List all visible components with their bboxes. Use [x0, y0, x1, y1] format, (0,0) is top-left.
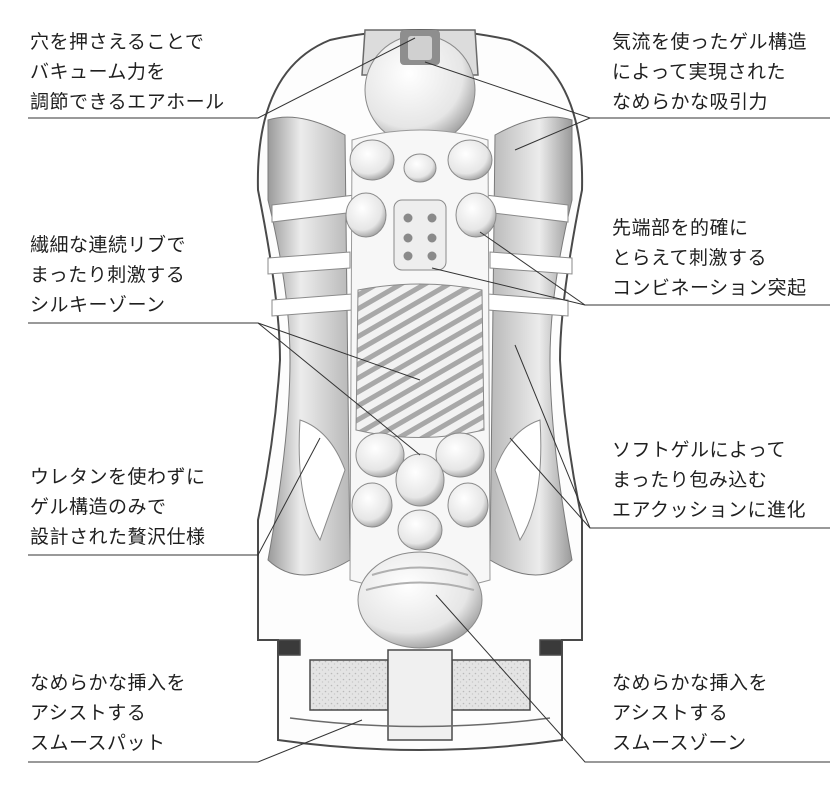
callout-line: 設計された贅沢仕様: [30, 526, 206, 548]
leader-lines: [28, 37, 830, 763]
callout-line: スムースパット: [30, 732, 166, 754]
callout-line: によって実現された: [612, 61, 786, 83]
callout-line: ソフトゲルによって: [612, 439, 786, 461]
callout-line: アシストする: [612, 702, 729, 724]
callout-line: アシストする: [30, 702, 147, 724]
leader-air-gel-2: [514, 117, 591, 151]
leader-urethane: [28, 437, 321, 556]
callout-line: バキューム力を: [30, 61, 166, 83]
leader-smooth-zone: [435, 594, 830, 763]
callout-line: コンビネーション突起: [612, 277, 807, 299]
callout-smooth-zone: なめらかな挿入を アシストする スムースゾーン: [612, 668, 768, 758]
callout-line: 先端部を的確に: [612, 217, 749, 239]
callout-line: 調節できるエアホール: [30, 91, 225, 113]
leader-soft-gel-2: [509, 437, 591, 529]
callout-urethane-free: ウレタンを使わずに ゲル構造のみで 設計された贅沢仕様: [30, 462, 206, 552]
leader-tip-2: [431, 267, 586, 306]
callout-line: シルキーゾーン: [30, 294, 166, 316]
callout-line: なめらかな吸引力: [612, 91, 769, 113]
leader-silky-2: [257, 322, 421, 381]
callout-line: 繊細な連続リブで: [30, 234, 187, 256]
callout-line: 穴を押さえることで: [30, 31, 205, 53]
callout-line: ウレタンを使わずに: [30, 466, 206, 488]
air-hole-cap: [361, 29, 479, 146]
air-cushion-fins: [267, 194, 573, 542]
callout-line: まったり包み込む: [612, 469, 768, 491]
base-housing: [277, 639, 563, 741]
callout-air-gel: 気流を使ったゲル構造 によって実現された なめらかな吸引力: [612, 27, 807, 117]
callout-line: とらえて刺激する: [612, 247, 768, 269]
callout-smooth-pad: なめらかな挿入を アシストする スムースパット: [30, 668, 186, 758]
callout-silky-zone: 繊細な連続リブで まったり刺激する シルキーゾーン: [30, 230, 186, 320]
callout-line: なめらかな挿入を: [30, 672, 187, 694]
callout-line: ゲル構造のみで: [30, 496, 167, 518]
smooth-zone: [357, 551, 483, 649]
leader-vacuum-hole: [28, 37, 416, 119]
silky-rib-zone: [355, 283, 485, 438]
callout-line: まったり刺激する: [30, 264, 186, 286]
callout-line: エアクッションに進化: [612, 499, 807, 521]
callout-vacuum-hole: 穴を押さえることで バキューム力を 調節できるエアホール: [30, 27, 225, 117]
tip-bumps: [345, 139, 497, 271]
callout-soft-gel: ソフトゲルによって まったり包み込む エアクッションに進化: [612, 435, 806, 525]
callout-line: 気流を使ったゲル構造: [612, 31, 808, 53]
callout-tip-zone: 先端部を的確に とらえて刺激する コンビネーション突起: [612, 213, 807, 303]
callout-line: スムースゾーン: [612, 732, 747, 754]
callout-line: なめらかな挿入を: [612, 672, 769, 694]
leader-smooth-pad: [28, 719, 363, 763]
lower-bumps: [351, 432, 489, 551]
